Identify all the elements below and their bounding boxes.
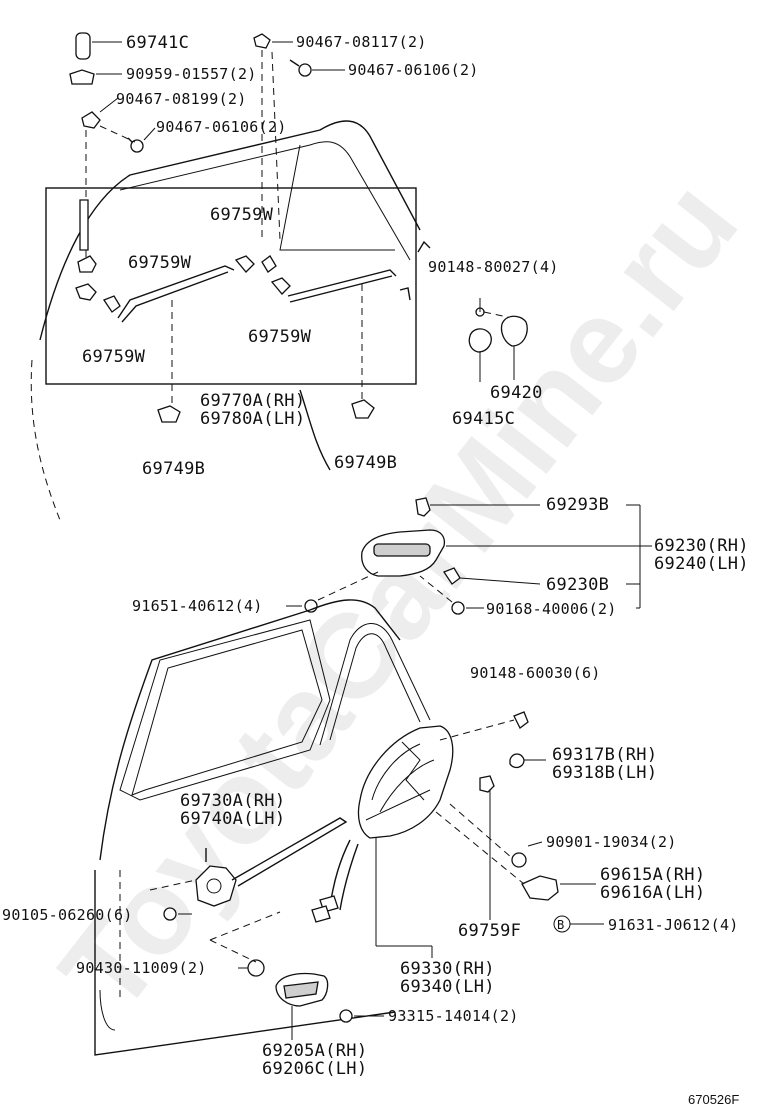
door-lock-assembly <box>311 725 495 958</box>
part-labels: 69741C 90467-08117(2) 90959-01557(2) 904… <box>2 33 749 1079</box>
label-69759w-3: 69759W <box>248 327 312 347</box>
top-fasteners <box>69 32 312 153</box>
label-93315-14014: 93315-14014(2) <box>388 1007 519 1025</box>
label-69420: 69420 <box>490 383 543 403</box>
label-90467-06106-a: 90467-06106(2) <box>348 61 479 79</box>
label-90168-40006: 90168-40006(2) <box>486 600 617 618</box>
label-69616a: 69616A(LH) <box>600 883 705 903</box>
label-69330: 69330(RH) <box>400 959 495 979</box>
ref-marker-b: B <box>557 918 565 932</box>
label-69730a: 69730A(RH) <box>180 791 285 811</box>
label-91651-40612: 91651-40612(4) <box>132 597 263 615</box>
label-90959-01557: 90959-01557(2) <box>126 65 257 83</box>
upper-door-outline <box>30 120 421 521</box>
label-69230: 69230(RH) <box>654 536 749 556</box>
linkage-rod-group-frame <box>45 187 417 385</box>
label-69759w-4: 69759W <box>82 347 146 367</box>
clip-69749b-left <box>157 405 181 423</box>
striker-group <box>399 240 528 382</box>
diagram-code: 670526F <box>688 1092 739 1107</box>
label-69317b: 69317B(RH) <box>552 745 657 765</box>
label-69205a: 69205A(RH) <box>262 1041 367 1061</box>
label-69318b: 69318B(LH) <box>552 763 657 783</box>
label-69740a: 69740A(LH) <box>180 809 285 829</box>
clip-69749b-right <box>351 399 375 419</box>
label-91631-j0612: 91631-J0612(4) <box>608 916 739 934</box>
label-90467-08117: 90467-08117(2) <box>296 33 427 51</box>
label-69615a: 69615A(RH) <box>600 865 705 885</box>
label-69741c: 69741C <box>126 33 189 53</box>
label-69340: 69340(LH) <box>400 977 495 997</box>
label-69415c: 69415C <box>452 409 515 429</box>
label-69759f: 69759F <box>458 921 521 941</box>
label-90901-19034: 90901-19034(2) <box>546 833 677 851</box>
label-69759w-1: 69759W <box>210 205 274 225</box>
label-69206c: 69206C(LH) <box>262 1059 367 1079</box>
label-69780a: 69780A(LH) <box>200 409 305 429</box>
label-69230b: 69230B <box>546 575 609 595</box>
label-69240: 69240(LH) <box>654 554 749 574</box>
label-90467-08199: 90467-08199(2) <box>116 90 247 108</box>
linkage-rods <box>75 199 397 323</box>
lower-door-outline <box>94 599 431 1056</box>
leaders-lower <box>149 719 604 1040</box>
label-90467-06106-b: 90467-06106(2) <box>156 118 287 136</box>
label-90430-11009: 90430-11009(2) <box>76 959 207 977</box>
label-69759w-2: 69759W <box>128 253 192 273</box>
ref-circle-b <box>553 915 571 933</box>
label-90148-60030: 90148-60030(6) <box>470 664 601 682</box>
label-69293b: 69293B <box>546 495 609 515</box>
leaders-handle <box>286 504 652 609</box>
label-69770a: 69770A(RH) <box>200 391 305 411</box>
label-90148-80027: 90148-80027(4) <box>428 258 559 276</box>
label-90105-06260: 90105-06260(6) <box>2 906 133 924</box>
label-69749b-1: 69749B <box>142 459 205 479</box>
label-69749b-2: 69749B <box>334 453 397 473</box>
